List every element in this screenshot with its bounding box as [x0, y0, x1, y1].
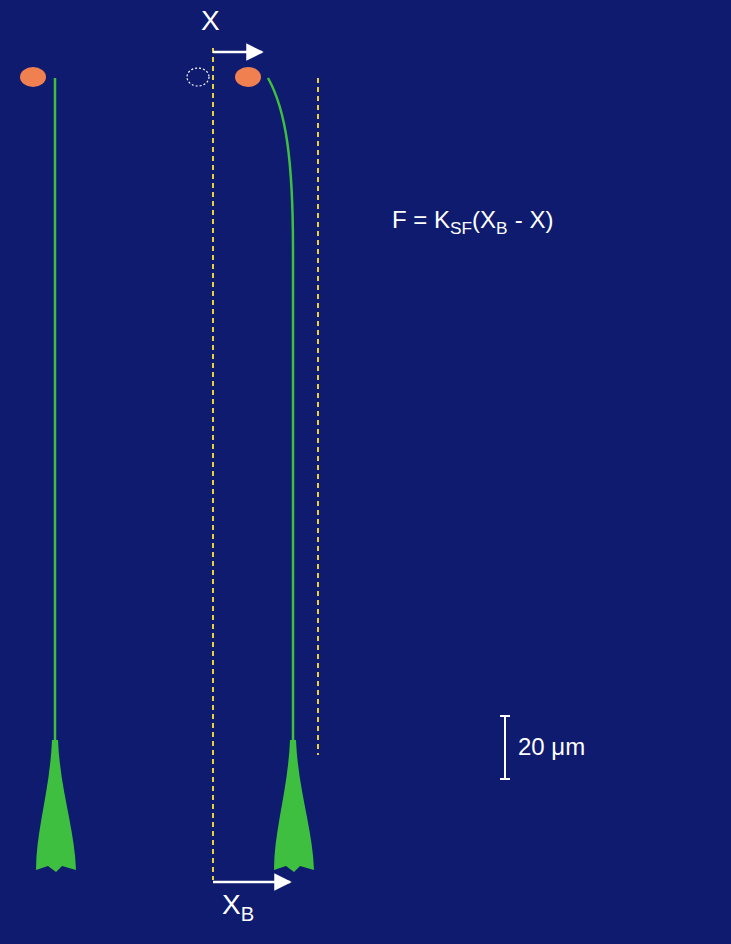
label-text: (X — [472, 206, 496, 233]
label-text: - X) — [515, 206, 554, 233]
kinociliary-bulb — [235, 67, 261, 87]
label-text: X — [222, 889, 241, 920]
subscript: B — [241, 903, 254, 925]
rest-position — [187, 68, 209, 86]
label-text: X — [201, 5, 220, 36]
kinocilium — [54, 78, 57, 742]
subscript: B — [496, 218, 508, 238]
scale-bar — [500, 715, 510, 717]
kinociliary-bulb — [20, 67, 46, 87]
bundle-base — [274, 740, 314, 872]
base-displacement-label: XB — [222, 890, 254, 925]
tip-displacement-label: X — [201, 6, 220, 37]
force-equation: F = KSF(XB - X) — [392, 207, 554, 238]
scale-bar — [500, 778, 510, 780]
subscript: SF — [450, 218, 472, 238]
kinocilium — [268, 78, 293, 745]
bundle-base — [36, 740, 76, 872]
displacement-arrow — [213, 881, 290, 884]
displacement-arrow — [213, 51, 262, 54]
reference-line — [212, 48, 214, 880]
scale-bar — [504, 716, 506, 779]
label-text: 20 μm — [518, 733, 585, 760]
label-text: F = K — [392, 206, 450, 233]
scale-label: 20 μm — [518, 734, 585, 760]
reference-line — [317, 78, 319, 755]
